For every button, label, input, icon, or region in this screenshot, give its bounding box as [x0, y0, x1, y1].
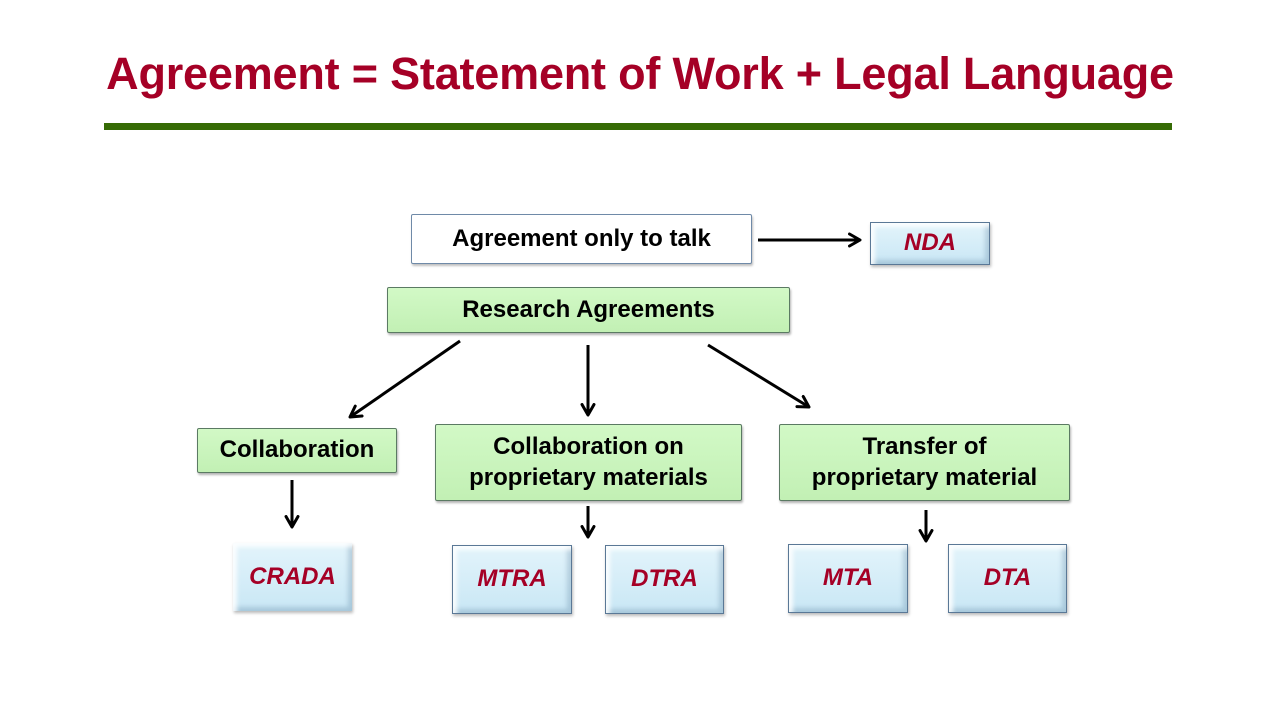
arrow-research-to-transfer — [707, 343, 811, 409]
research-agreements-label: Research Agreements — [462, 295, 715, 323]
arrow-research-to-collaboration — [348, 339, 461, 419]
category-collab-proprietary-line2: proprietary materials — [469, 463, 708, 491]
dtra-label: DTRA — [631, 565, 698, 593]
talk-agreement-box: Agreement only to talk — [411, 214, 752, 264]
category-transfer-line1: Transfer of — [862, 432, 987, 460]
crada-label: CRADA — [249, 562, 336, 590]
category-collab-proprietary-box: Collaboration on proprietary materials — [435, 424, 742, 501]
category-collaboration-box: Collaboration — [197, 428, 397, 473]
category-transfer-box: Transfer of proprietary material — [779, 424, 1070, 501]
mtra-label: MTRA — [477, 565, 547, 593]
talk-agreement-label: Agreement only to talk — [452, 224, 711, 252]
nda-box: NDA — [870, 222, 990, 265]
category-collab-proprietary-line1: Collaboration on — [493, 432, 684, 460]
nda-label: NDA — [904, 229, 956, 257]
mta-box: MTA — [788, 544, 908, 613]
title-underline — [104, 123, 1172, 130]
dta-label: DTA — [983, 564, 1032, 592]
dta-box: DTA — [948, 544, 1067, 613]
crada-box: CRADA — [233, 543, 352, 611]
mta-label: MTA — [822, 564, 874, 592]
slide-title: Agreement = Statement of Work + Legal La… — [106, 48, 1174, 99]
mtra-box: MTRA — [452, 545, 572, 614]
category-transfer-line2: proprietary material — [811, 463, 1038, 491]
research-agreements-box: Research Agreements — [387, 287, 790, 333]
dtra-box: DTRA — [605, 545, 724, 614]
category-collaboration-label: Collaboration — [219, 436, 375, 464]
